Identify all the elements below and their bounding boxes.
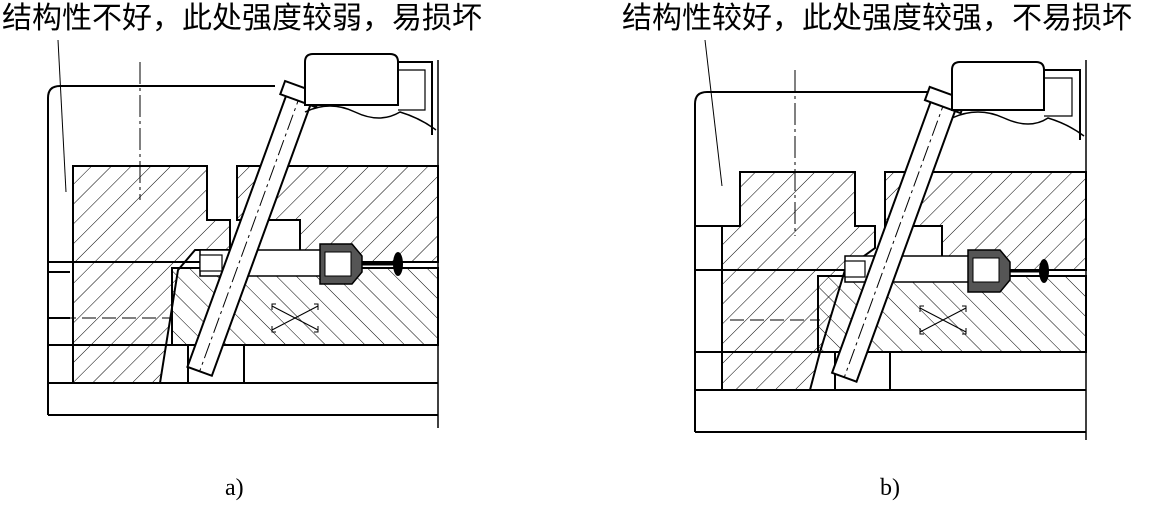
vent-mark <box>919 305 967 335</box>
leader-line <box>57 39 67 193</box>
top-plate-edge <box>694 91 940 105</box>
break-line <box>951 111 1085 137</box>
panel-a-caption: 结构性不好，此处强度较弱，易损坏 <box>2 1 482 36</box>
clamp-block <box>304 53 399 106</box>
top-plate-edge <box>47 85 275 99</box>
panel-b-mold-drawing <box>694 39 1087 440</box>
vent-mark <box>271 303 319 333</box>
panel-b-caption: 结构性较好，此处强度较强，不易损坏 <box>622 1 1132 36</box>
panel-a-label: a) <box>225 475 244 501</box>
stop-knob <box>1039 259 1049 283</box>
panel-a-mold-drawing <box>47 39 439 428</box>
stop-knob <box>393 252 403 276</box>
panel-b-label: b) <box>880 475 900 501</box>
break-line <box>304 105 437 131</box>
leader-line <box>704 39 723 187</box>
clamp-block <box>951 61 1045 111</box>
